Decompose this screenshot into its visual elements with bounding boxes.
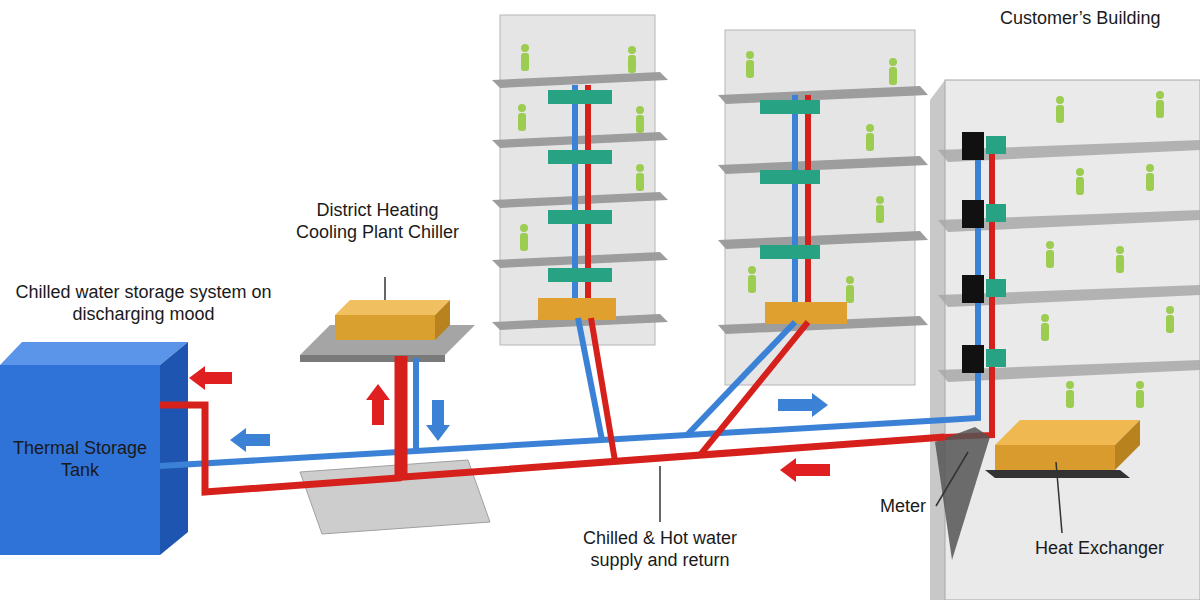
fan-coil-unit — [986, 136, 1006, 154]
riser-pipe — [792, 95, 798, 322]
fan-coil-unit — [962, 345, 984, 373]
fan-coil-unit — [962, 132, 984, 160]
person-figure — [889, 58, 897, 85]
person-figure — [1146, 164, 1154, 191]
person-figure — [1116, 246, 1124, 273]
fan-coil-unit — [986, 204, 1006, 222]
person-figure — [518, 104, 526, 131]
fan-coil-unit — [986, 279, 1006, 297]
tank-side — [160, 342, 188, 555]
branch-pipe — [700, 322, 808, 455]
tank-label: Thermal Storage Tank — [12, 438, 148, 481]
person-figure — [1136, 381, 1144, 408]
supply-pipe — [160, 356, 398, 492]
heat-exchanger-side — [1115, 420, 1140, 470]
leader-line — [384, 277, 386, 300]
meter-label: Meter — [880, 496, 926, 518]
building-a — [492, 15, 668, 345]
tank-top — [0, 342, 188, 365]
flow-arrow — [189, 366, 232, 390]
floor-slab — [718, 156, 928, 174]
fan-coil-unit — [548, 210, 612, 224]
branch-pipe — [688, 322, 795, 434]
floor-slab — [492, 192, 668, 208]
storage-mode-label: Chilled water storage system on discharg… — [6, 282, 281, 325]
chiller-platform-edge — [300, 355, 445, 362]
branch-pipe — [591, 318, 615, 461]
person-figure — [1056, 96, 1064, 123]
building-side — [930, 80, 945, 600]
floor-slab — [492, 132, 668, 148]
floor-slab — [718, 86, 928, 104]
flow-arrow — [366, 384, 390, 425]
leader-line — [659, 466, 661, 522]
person-figure — [1156, 91, 1164, 118]
fan-coil-unit — [548, 90, 612, 104]
supply-pipe — [404, 356, 945, 477]
leader-line — [1056, 462, 1062, 533]
flow-arrow — [230, 428, 270, 452]
leader-line — [936, 452, 968, 506]
person-figure — [876, 196, 884, 223]
fan-coil-unit — [760, 245, 820, 259]
fan-coil-unit — [986, 349, 1006, 367]
person-figure — [746, 51, 754, 78]
chiller-top — [335, 300, 450, 315]
heat-exchanger — [538, 298, 616, 320]
fan-coil-unit — [548, 268, 612, 282]
riser-pipe — [572, 85, 578, 318]
thermal-storage-tank: Thermal Storage Tank — [0, 365, 160, 555]
fan-coil-unit — [548, 150, 612, 164]
person-figure — [1041, 314, 1049, 341]
flow-arrow — [778, 393, 828, 417]
flow-arrow — [780, 458, 830, 482]
riser-pipe — [585, 85, 591, 318]
floor-slab — [718, 231, 928, 249]
building-label: Customer’s Building — [1000, 8, 1195, 30]
building-shell — [945, 80, 1200, 600]
chiller-riser — [413, 358, 419, 451]
pipe-label: Chilled & Hot water supply and return — [555, 528, 765, 571]
chiller-label: District Heating Cooling Plant Chiller — [286, 200, 469, 243]
chiller-side — [435, 300, 450, 340]
heat-exchanger-front — [995, 445, 1115, 470]
person-figure — [846, 276, 854, 303]
flow-arrow — [426, 400, 450, 441]
person-figure — [521, 44, 529, 71]
person-figure — [1166, 306, 1174, 333]
fan-coil-unit — [962, 200, 984, 228]
riser-pipe — [945, 140, 992, 437]
customer-building-figure — [930, 80, 1200, 600]
building-shell — [500, 15, 655, 345]
floor-slab — [492, 252, 668, 268]
person-figure — [1076, 168, 1084, 195]
person-figure — [1046, 241, 1054, 268]
person-figure — [748, 266, 756, 293]
person-figure — [636, 106, 644, 133]
person-figure — [628, 46, 636, 73]
person-figure — [520, 224, 528, 251]
riser-pipe — [805, 95, 811, 322]
floor-slab — [492, 72, 668, 88]
meter-plate — [935, 427, 990, 560]
heat-exchanger-label: Heat Exchanger — [1035, 538, 1164, 560]
heat-exchanger-top — [995, 420, 1140, 445]
person-figure — [866, 124, 874, 151]
fan-coil-unit — [962, 275, 984, 303]
cooling-plant-chiller: District Heating Cooling Plant Chiller — [280, 196, 475, 356]
chiller-front — [335, 315, 435, 340]
building-b — [718, 30, 928, 385]
fan-coil-unit — [760, 100, 820, 114]
customer-building: Customer’s Building — [945, 8, 1195, 458]
person-figure — [1066, 381, 1074, 408]
person-figure — [636, 164, 644, 191]
fan-coil-unit — [760, 170, 820, 184]
